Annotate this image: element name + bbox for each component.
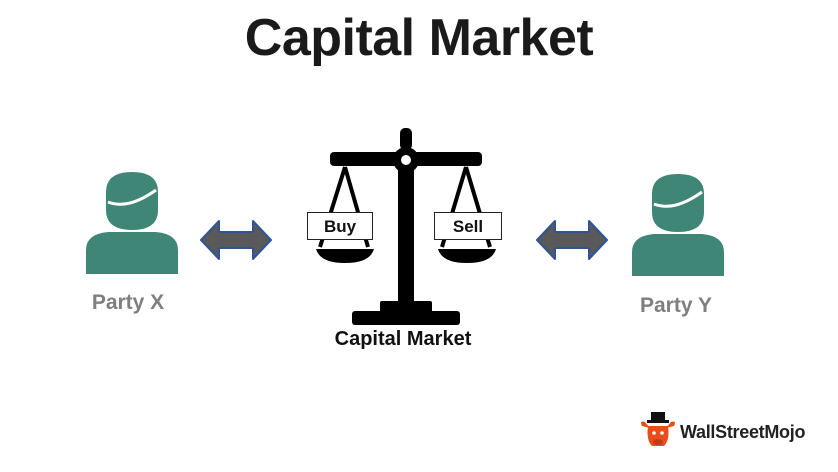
scale-caption: Capital Market xyxy=(334,328,472,350)
party-y-person-icon xyxy=(632,174,724,276)
left-double-arrow-icon xyxy=(200,220,272,260)
buy-label: Buy xyxy=(307,212,373,240)
party-x-label: Party X xyxy=(91,291,165,314)
party-x-person-icon xyxy=(86,172,178,274)
wallstreetmojo-logo: WallStreetMojo xyxy=(638,412,828,452)
logo-text: WallStreetMojo xyxy=(680,422,806,442)
sell-label: Sell xyxy=(434,212,502,240)
page-title: Capital Market xyxy=(244,9,594,67)
party-y-label: Party Y xyxy=(640,294,712,317)
right-double-arrow-icon xyxy=(536,220,608,260)
bull-mascot-icon xyxy=(641,412,675,446)
